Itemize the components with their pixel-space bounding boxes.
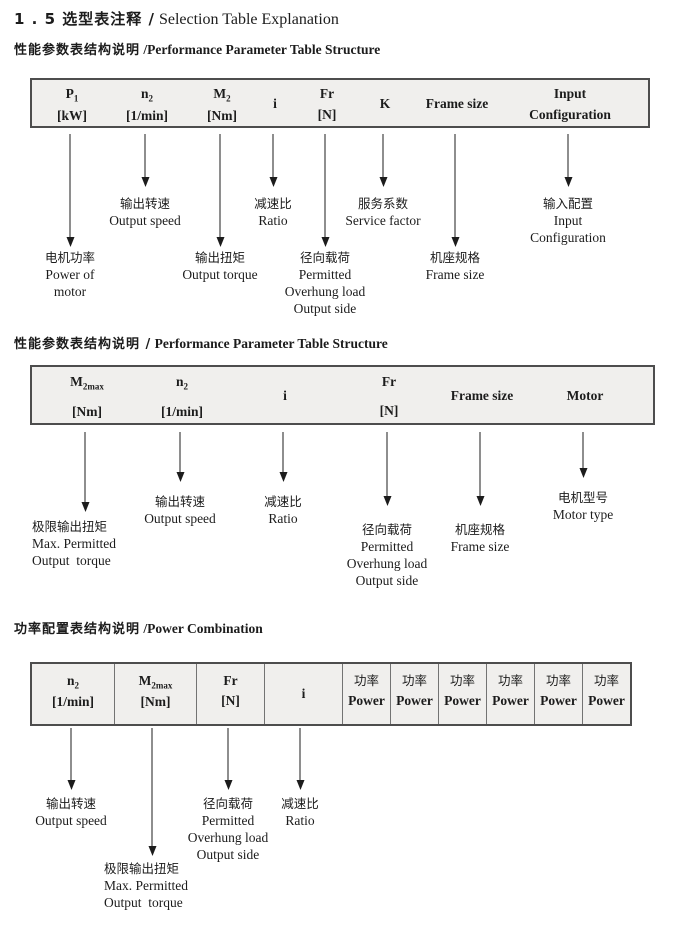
arrow-head-icon [141,177,149,187]
table-1-performance-parameters: P1 [kW] n2 [1/min] M2 [Nm] i Fr [N] K Fr… [30,78,650,128]
section-heading-2: 性能参数表结构说明 / Performance Parameter Table … [14,333,388,352]
arrow-m2max [81,432,90,512]
callout-output-speed: 输出转速 Output speed [109,196,181,228]
callout-output-speed: 输出转速 Output speed [144,494,216,526]
header-cell-m2max: M2max [Nm] [70,374,104,419]
header-cell-i: i [264,664,342,724]
arrow-head-icon [216,237,224,247]
header-cell-power-6: 功率 Power [582,664,630,724]
header-cell-m2: M2 [Nm] [207,86,237,123]
arrow-head-icon [579,468,587,478]
header-cell-input-configuration: Input Configuration [529,86,611,122]
header-cell-i: i [273,96,277,111]
arrow-head-icon [279,472,287,482]
callout-motor-type: 电机型号 Motor type [552,490,614,522]
arrow-head-icon [476,496,484,506]
arrow-frame-size [476,432,485,506]
header-cell-frame-size: Frame size [450,388,514,403]
arrow-i [269,134,278,187]
callout-ratio: 减速比 Ratio [254,196,292,228]
arrow-input-configuration [564,134,573,187]
callout-frame-size: 机座规格 Frame size [425,250,485,282]
arrow-head-icon [66,237,74,247]
arrow-head-icon [296,780,304,790]
callout-overhung-load: 径向载荷 Permitted Overhung load Output side [187,796,269,862]
header-cell-i: i [283,388,287,403]
arrow-m2 [216,134,225,247]
callout-output-speed: 输出转速 Output speed [35,796,107,828]
header-cell-fr: Fr [N] [317,86,337,122]
arrow-fr [224,728,233,790]
arrow-m2max [148,728,157,856]
section-heading-1-en: /Performance Parameter Table Structure [143,42,381,57]
arrow-head-icon [321,237,329,247]
arrow-head-icon [67,780,75,790]
page-title-en: Selection Table Explanation [158,11,339,28]
header-cell-n2: n2 [1/min] [52,673,94,709]
arrow-motor [579,432,588,478]
arrow-n2 [67,728,76,790]
arrow-i [296,728,305,790]
arrow-head-icon [379,177,387,187]
section-heading-3-en: /Power Combination [143,621,263,636]
header-cell-power-1: 功率 Power [342,664,390,724]
header-cell-fr: Fr [N] [379,374,399,418]
page-title-zh: 1 . 5 选型表注释 / [14,10,155,28]
arrow-i [279,432,288,482]
callout-service-factor: 服务系数 Service factor [345,196,421,228]
header-cell-power-4: 功率 Power [486,664,534,724]
section-heading-3-zh: 功率配置表结构说明 [14,622,141,637]
header-cell-power-5: 功率 Power [534,664,582,724]
table-2-performance-parameters: M2max [Nm] n2 [1/min] i Fr [N] Frame siz… [30,365,655,425]
arrow-p1 [66,134,75,247]
header-cell-p1: P1 [kW] [57,86,87,123]
callout-ratio: 减速比 Ratio [264,494,302,526]
section-heading-1: 性能参数表结构说明 /Performance Parameter Table S… [14,39,380,58]
arrow-head-icon [564,177,572,187]
callout-frame-size: 机座规格 Frame size [450,522,510,554]
section-heading-2-zh: 性能参数表结构说明 / [14,337,152,352]
arrow-head-icon [269,177,277,187]
header-cell-k: K [379,96,391,111]
section-heading-2-en: Performance Parameter Table Structure [154,336,388,351]
table-3-power-combination: n2 [1/min] M2max [Nm] Fr [N] i 功率 Power … [30,662,632,726]
header-cell-power-3: 功率 Power [438,664,486,724]
arrow-head-icon [81,502,89,512]
callout-ratio: 减速比 Ratio [281,796,319,828]
arrow-head-icon [451,237,459,247]
header-cell-n2: n2 [1/min] [161,374,203,419]
arrow-head-icon [148,846,156,856]
header-cell-frame-size: Frame size [425,96,489,111]
arrow-head-icon [224,780,232,790]
callout-max-permitted-output-torque: 极限输出扭矩 Max. Permitted Output torque [104,861,188,910]
callout-input-configuration: 输入配置 Input Configuration [530,196,606,245]
arrow-n2 [141,134,150,187]
arrow-fr [321,134,330,247]
arrow-fr [383,432,392,506]
header-cell-m2max: M2max [Nm] [114,664,196,724]
arrow-head-icon [383,496,391,506]
callout-max-permitted-output-torque: 极限输出扭矩 Max. Permitted Output torque [32,519,116,568]
section-heading-1-zh: 性能参数表结构说明 [14,43,141,58]
section-heading-3: 功率配置表结构说明 /Power Combination [14,618,263,637]
callout-power-of-motor: 电机功率 Power of motor [44,250,96,299]
callout-output-torque: 输出扭矩 Output torque [182,250,258,282]
arrow-frame-size [451,134,460,247]
page-title: 1 . 5 选型表注释 / Selection Table Explanatio… [14,8,339,29]
header-cell-power-2: 功率 Power [390,664,438,724]
callout-overhung-load: 径向载荷 Permitted Overhung load Output side [346,522,428,588]
arrow-n2 [176,432,185,482]
header-cell-motor: Motor [566,388,604,403]
header-cell-fr: Fr [N] [196,664,264,724]
arrow-head-icon [176,472,184,482]
callout-overhung-load: 径向载荷 Permitted Overhung load Output side [284,250,366,316]
arrow-k [379,134,388,187]
header-cell-n2: n2 [1/min] [126,86,168,123]
